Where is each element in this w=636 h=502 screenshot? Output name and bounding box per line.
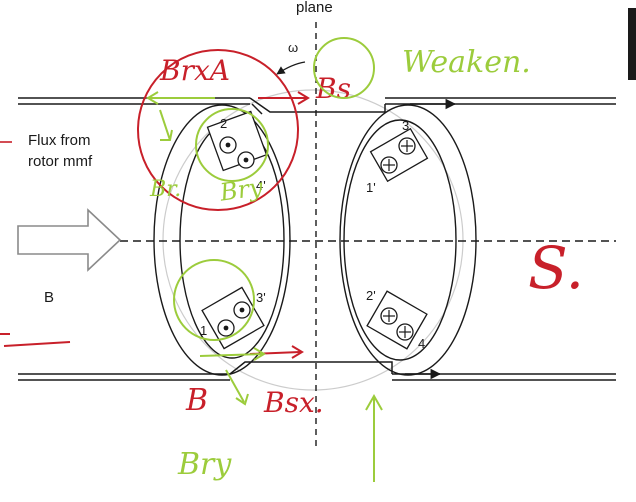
green-arrow-up-bottom: [365, 393, 383, 482]
conductor-cross-icon: [396, 323, 414, 341]
red-annotation-circle: [137, 49, 299, 211]
omega-arrow: [276, 61, 306, 75]
green-circle-bottom-coil: [173, 259, 255, 341]
annotation-bry-top: Bry: [217, 173, 265, 207]
flux-label-line2: rotor mmf: [28, 153, 93, 170]
coil-label-2: 2: [220, 116, 227, 131]
conductor-dot-icon: [237, 151, 255, 169]
red-arrow-top-head: [297, 91, 310, 105]
b-field-label: B: [44, 289, 54, 306]
conductor-cross-icon: [380, 307, 398, 325]
green-arrow-down-left: [159, 109, 173, 141]
annotation-b-bottom: B: [185, 383, 208, 418]
green-circle-top-coil: [195, 108, 269, 182]
coil-bottom-left: [201, 286, 265, 350]
rotor-circle: [162, 89, 464, 391]
coil-label-1: 1: [200, 323, 207, 338]
annotation-brx-a: BrxA: [159, 54, 230, 87]
coil-label-4: 4: [418, 336, 425, 351]
annotation-weaken: Weaken.: [402, 45, 531, 80]
coil-top-right: [369, 127, 429, 183]
omega-label: ω: [288, 40, 298, 55]
edge-bar: [628, 8, 636, 80]
coil-label-3: 3: [402, 118, 409, 133]
red-arrow-bottom-head: [291, 345, 304, 359]
annotation-bsx: Bsx.: [263, 386, 324, 419]
coil-bottom-right: [366, 290, 428, 350]
coil-label-3prime: 3': [256, 290, 266, 305]
conductor-cross-icon: [380, 156, 398, 174]
coil-label-2prime: 2': [366, 288, 376, 303]
green-arrow-diagonal: [225, 369, 249, 406]
annotation-bs: Bs: [315, 72, 351, 105]
annotation-s: S.: [528, 234, 584, 302]
conductor-dot-icon: [219, 136, 237, 154]
conductor-dot-icon: [217, 319, 235, 337]
bottom-rail: [18, 361, 616, 381]
plane-label: plane: [296, 0, 333, 16]
annotation-br: Br.: [149, 177, 181, 202]
conductor-dot-icon: [233, 301, 251, 319]
red-stroke-left: [3, 341, 71, 347]
annotation-bry-bottom: Bry: [177, 447, 232, 482]
coil-label-1prime: 1': [366, 180, 376, 195]
field-direction-arrow-icon: [17, 208, 122, 272]
conductor-cross-icon: [398, 137, 416, 155]
right-flux-loop: [339, 104, 477, 376]
green-arrow-bottom-right: [199, 347, 266, 361]
coil-top-left: [206, 110, 268, 172]
green-arrow-top-left: [146, 91, 215, 105]
green-circle-bs: [313, 37, 375, 99]
coil-label-4prime: 4': [256, 178, 266, 193]
flux-label-line1: Flux from: [28, 132, 91, 149]
